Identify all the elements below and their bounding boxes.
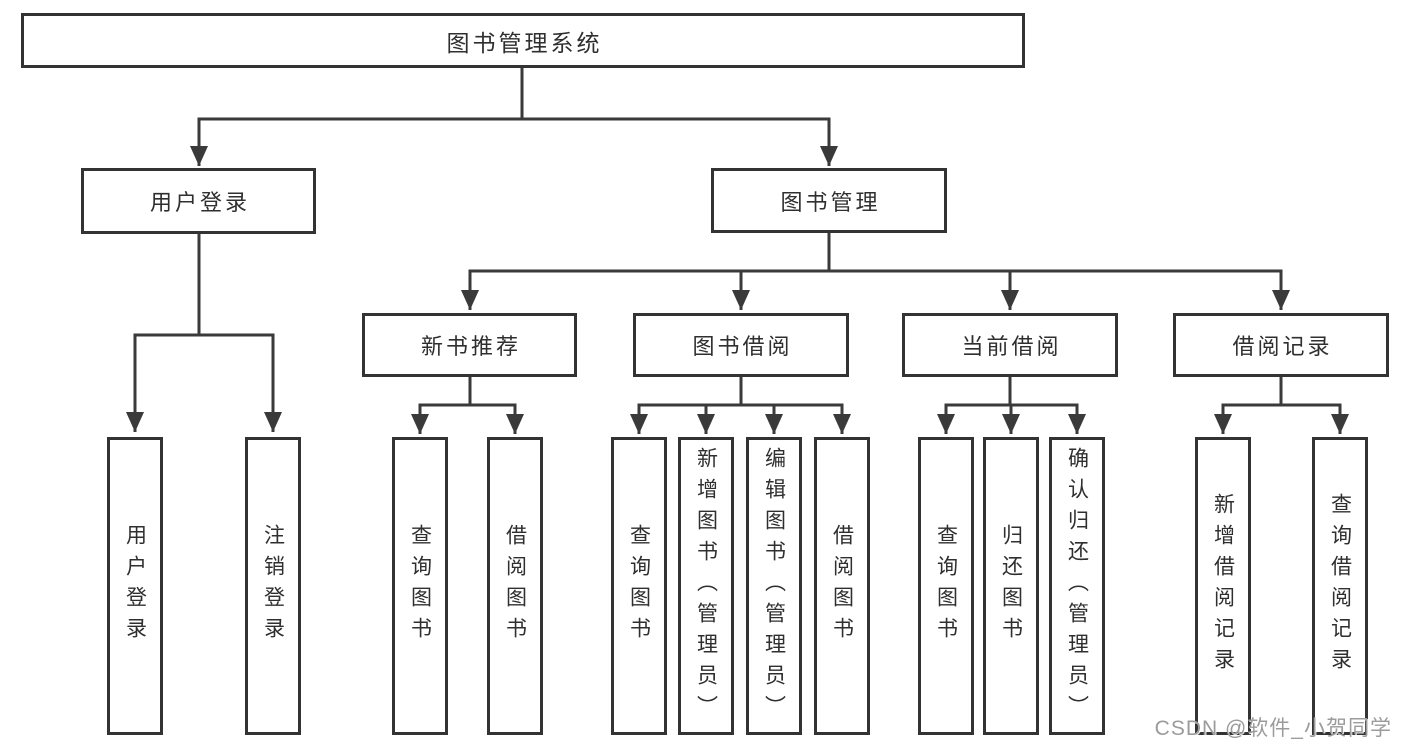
connector-new-book-rec-to-leaves [411,377,524,434]
leaf-borrow-book-borrow-label: 借阅图书 [830,524,854,648]
csdn-watermark: CSDN @软件_小贺同学 [1154,717,1392,740]
leaf-return-book-label: 归还图书 [999,524,1023,648]
leaf-add-book-admin: 新增图书（管理员） [678,437,734,735]
leaf-user-login-label: 用户登录 [123,524,147,648]
leaf-return-book: 归还图书 [983,437,1039,735]
leaf-edit-book-admin-label: 编辑图书（管理员） [762,446,786,726]
connector-current-borrow-to-leaves [937,377,1086,434]
leaf-logout: 注销登录 [245,437,301,735]
node-book-borrow: 图书借阅 [633,313,849,377]
node-borrow-records: 借阅记录 [1173,313,1389,377]
leaf-query-book-recommend-label: 查询图书 [408,524,432,648]
node-current-borrow: 当前借阅 [902,313,1118,377]
node-book-management: 图书管理 [711,168,947,233]
leaf-confirm-return-admin-label: 确认归还（管理员） [1065,446,1089,726]
leaf-query-book-current: 查询图书 [918,437,974,735]
node-new-book-recommend: 新书推荐 [362,313,577,377]
connector-borrow-records-to-leaves [1214,377,1349,434]
node-library-system-label: 图书管理系统 [446,29,603,56]
leaf-borrow-book-borrow: 借阅图书 [814,437,870,735]
node-user-login: 用户登录 [81,168,316,234]
leaf-logout-label: 注销登录 [261,524,285,648]
leaf-query-book-borrow-label: 查询图书 [627,524,651,648]
node-user-login-label: 用户登录 [149,190,250,215]
leaf-add-borrow-record-label: 新增借阅记录 [1211,493,1235,679]
node-current-borrow-label: 当前借阅 [961,334,1062,359]
leaf-confirm-return-admin: 确认归还（管理员） [1049,437,1105,735]
leaf-borrow-book-recommend: 借阅图书 [487,437,543,735]
leaf-borrow-book-recommend-label: 借阅图书 [503,524,527,648]
leaf-query-book-borrow: 查询图书 [611,437,667,735]
node-book-borrow-label: 图书借阅 [692,334,793,359]
connector-book-borrow-to-leaves [630,377,851,434]
leaf-user-login: 用户登录 [107,437,163,735]
node-book-management-label: 图书管理 [780,189,881,215]
node-new-book-recommend-label: 新书推荐 [420,334,521,359]
leaf-query-borrow-record-label: 查询借阅记录 [1328,493,1352,679]
node-library-system: 图书管理系统 [21,13,1025,68]
leaf-query-book-current-label: 查询图书 [934,524,958,648]
connector-user-login-to-leaves [126,234,282,432]
leaf-add-book-admin-label: 新增图书（管理员） [694,446,718,726]
leaf-edit-book-admin: 编辑图书（管理员） [746,437,802,735]
leaf-query-borrow-record: 查询借阅记录 [1312,437,1368,735]
node-borrow-records-label: 借阅记录 [1232,334,1333,359]
connector-root-to-level1 [190,68,838,166]
leaf-query-book-recommend: 查询图书 [392,437,448,735]
connector-book-mgmt-to-level2 [461,233,1290,310]
leaf-add-borrow-record: 新增借阅记录 [1195,437,1251,735]
